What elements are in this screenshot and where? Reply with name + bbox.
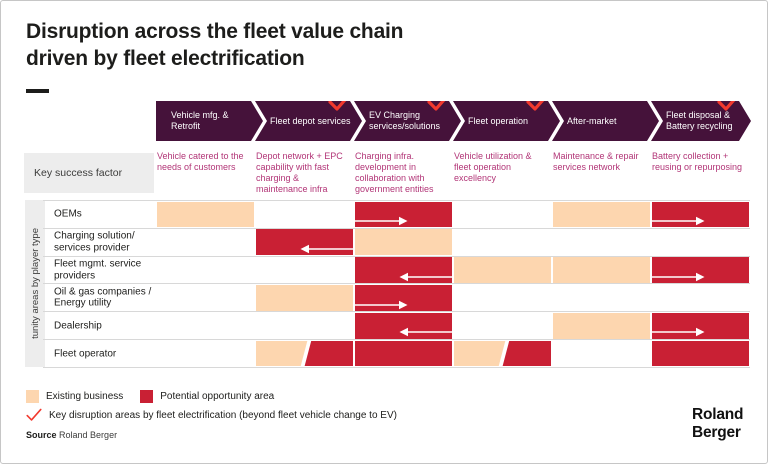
cell-existing: [553, 257, 650, 283]
cell-existing: [157, 201, 254, 228]
existing-business-swatch: [26, 390, 39, 403]
cell-opportunity: [355, 340, 452, 367]
cell-opportunity: [256, 229, 353, 256]
stage-banner: After-market: [552, 101, 659, 141]
page-title-line2: driven by fleet electrification: [26, 47, 305, 70]
shift-arrow-left-icon: [399, 269, 452, 281]
shift-arrow-right-icon: [652, 213, 705, 226]
shift-arrow-left-icon: [399, 324, 452, 337]
disruption-check-icon: [427, 89, 453, 113]
player-type-axis-label: tunity areas by player type: [29, 228, 41, 339]
legend: Existing business Potential opportunity …: [26, 390, 274, 403]
roland-berger-logo: Roland Berger: [692, 406, 744, 442]
cell-opportunity: [652, 257, 749, 283]
player-type-label: Charging solution/ services provider: [54, 230, 135, 254]
cell-opportunity: [355, 312, 452, 339]
stage-banner: EV Charging services/solutions: [354, 101, 461, 141]
player-type-axis: tunity areas by player type: [25, 200, 45, 367]
key-success-factor: Vehicle catered to the needs of customer…: [157, 151, 244, 172]
player-type-label: OEMs: [54, 208, 82, 220]
key-success-factors: Vehicle catered to the needs of customer…: [156, 151, 767, 199]
stage-label: EV Charging services/solutions: [369, 110, 441, 131]
legend-check-note: Key disruption areas by fleet electrific…: [26, 408, 397, 422]
source-prefix: Source: [26, 430, 57, 440]
matrix-cells: [156, 257, 750, 284]
matrix-row: Dealership: [43, 312, 750, 341]
player-type-label: Fleet operator: [54, 347, 117, 359]
key-success-factor: Battery collection + reusing or repurpos…: [652, 151, 743, 172]
stage-banner: Fleet disposal & Battery recycling: [651, 101, 751, 141]
cell-opportunity: [652, 201, 749, 228]
key-success-factor: Maintenance & repair services network: [553, 151, 639, 172]
matrix-cells: [156, 201, 750, 228]
source-line: Source Roland Berger: [26, 430, 117, 440]
stage-label: Fleet disposal & Battery recycling: [666, 110, 733, 131]
shift-arrow-right-icon: [355, 297, 408, 309]
player-type-label: Oil & gas companies / Energy utility: [54, 286, 152, 309]
cell-opportunity-part: [502, 340, 551, 367]
logo-line1: Roland: [692, 406, 744, 423]
stage-banner: Fleet depot services: [255, 101, 362, 141]
cell-opportunity: [652, 312, 749, 339]
disruption-check-icon: [328, 89, 354, 113]
logo-line2: Berger: [692, 424, 741, 441]
matrix-cells: [156, 312, 750, 339]
cell-existing: [553, 201, 650, 228]
matrix-cells: [156, 284, 750, 311]
matrix-cells: [156, 229, 750, 256]
cell-existing: [553, 312, 650, 339]
disruption-check-icon: [526, 89, 552, 113]
stage-banner: Vehicle mfg. & Retrofit: [156, 101, 263, 141]
page-title-line1: Disruption across the fleet value chain: [26, 20, 404, 43]
stage-label: After-market: [567, 115, 617, 126]
disruption-check-icon: [717, 89, 743, 113]
stage-label: Fleet operation: [468, 115, 529, 126]
matrix-row: Oil & gas companies / Energy utility: [43, 284, 750, 313]
shift-arrow-left-icon: [300, 241, 353, 254]
shift-arrow-right-icon: [652, 269, 705, 281]
check-icon: [26, 408, 42, 422]
cell-existing: [454, 257, 551, 283]
legend-check-note-label: Key disruption areas by fleet electrific…: [49, 409, 397, 421]
matrix-row: Fleet mgmt. service providers: [43, 257, 750, 285]
matrix-row: OEMs: [43, 201, 750, 229]
cell-opportunity: [355, 257, 452, 283]
cell-opportunity: [355, 284, 452, 311]
cell-existing: [355, 229, 452, 256]
cell-opportunity: [355, 201, 452, 228]
key-success-factor: Charging infra. development in collabora…: [355, 151, 434, 194]
cell-opportunity-part: [304, 340, 353, 367]
opportunity-area-label: Potential opportunity area: [160, 391, 275, 402]
matrix-cells: [156, 340, 750, 367]
page-title: Disruption across the fleet value chain …: [26, 18, 404, 72]
cell-existing: [256, 284, 353, 311]
stage-label: Vehicle mfg. & Retrofit: [171, 110, 229, 131]
cell-existing-part: [454, 340, 506, 367]
opportunity-area-swatch: [140, 390, 154, 403]
cell-opportunity: [652, 340, 749, 367]
player-type-label: Dealership: [54, 319, 102, 331]
existing-business-label: Existing business: [46, 391, 124, 402]
cell-split: [256, 340, 353, 367]
shift-arrow-right-icon: [355, 213, 408, 226]
cell-split: [454, 340, 551, 367]
player-type-label: Fleet mgmt. service providers: [54, 258, 142, 282]
matrix-row: Charging solution/ services provider: [43, 229, 750, 257]
key-success-factor: Vehicle utilization & fleet operation ex…: [454, 151, 532, 183]
title-dash: [26, 89, 49, 93]
key-success-factor-label-box: Key success factor: [24, 153, 154, 193]
stage-label: Fleet depot services: [270, 115, 351, 126]
key-success-factor: Depot network + EPC capability with fast…: [256, 151, 343, 194]
shift-arrow-right-icon: [652, 324, 705, 337]
matrix-row: Fleet operator: [43, 340, 750, 368]
source-text: Roland Berger: [59, 430, 118, 440]
key-success-factor-label: Key success factor: [34, 167, 123, 179]
cell-existing-part: [256, 340, 308, 367]
stage-banner: Fleet operation: [453, 101, 560, 141]
value-chain-stages: Vehicle mfg. & Retrofit Fleet depot servi…: [156, 101, 767, 141]
